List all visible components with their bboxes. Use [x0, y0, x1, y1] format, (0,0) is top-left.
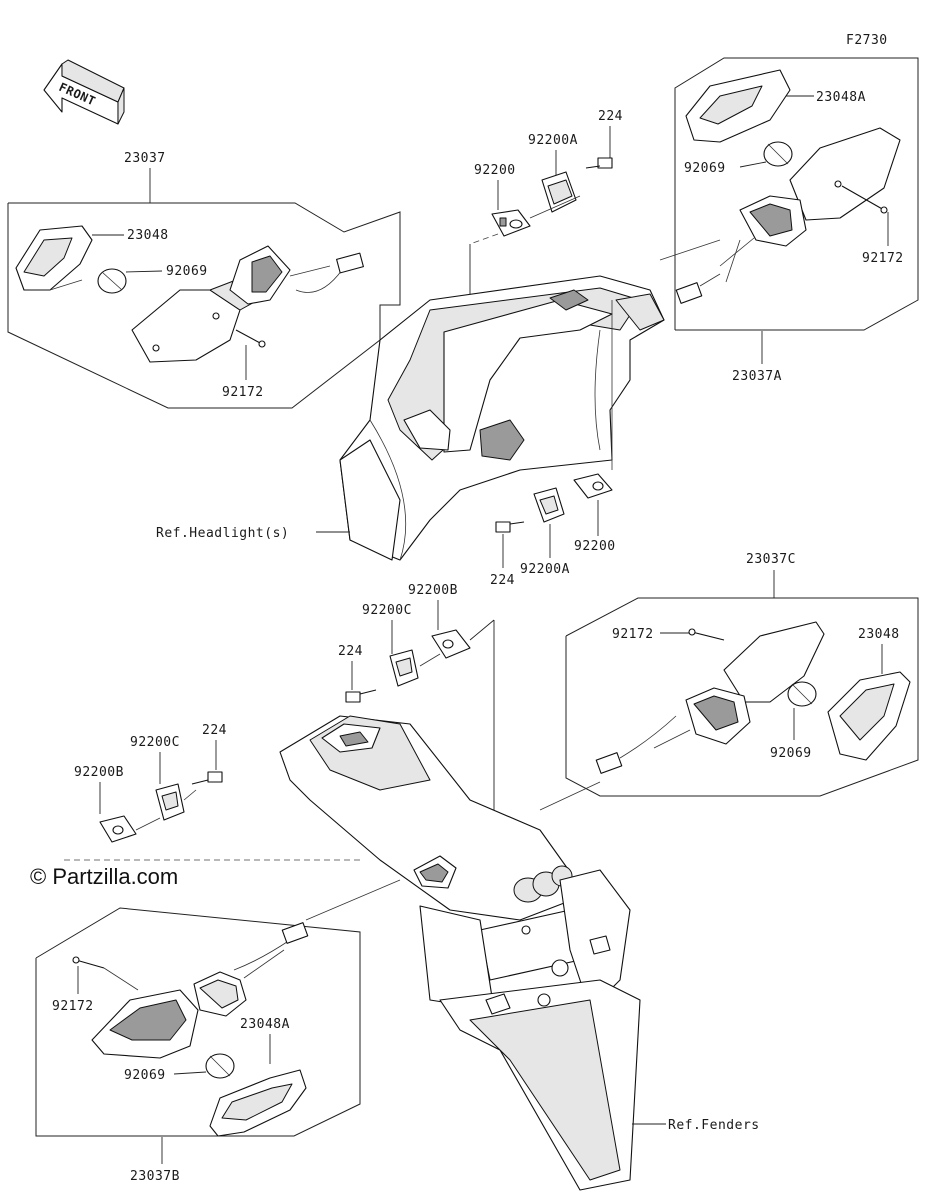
bolt-224-front-bottom: [495, 521, 525, 533]
label-92069-rear-right: 92069: [770, 746, 812, 761]
plate-92200-front-top: [491, 209, 531, 237]
label-23037b: 23037B: [130, 1169, 180, 1184]
label-23037: 23037: [124, 151, 166, 166]
front-arrow-icon: FRONT: [43, 59, 125, 125]
bulb-92069-rear-right: [787, 681, 817, 707]
label-23037a: 23037A: [732, 369, 782, 384]
label-92069-front-left: 92069: [166, 264, 208, 279]
headlight-fairing: [339, 275, 665, 561]
label-92069-rear-left: 92069: [124, 1068, 166, 1083]
label-224-front-top: 224: [598, 109, 623, 124]
group-front-right: 23048A 92069 92172 23037A: [674, 57, 919, 384]
housing-rear-left: [91, 922, 309, 1059]
hardware-rear-left: 224 92200C 92200B: [64, 723, 360, 861]
lens-23048a-rear-left: [209, 1069, 307, 1137]
lens-23048a-front-right: [685, 69, 791, 143]
group-rear-right: 23037C 92172 92069 23048: [565, 552, 919, 797]
label-92200-front-bottom: 92200: [574, 539, 616, 554]
label-ref-headlight: Ref.Headlight(s): [156, 526, 289, 541]
plate-92200b-rear-left: [99, 815, 137, 843]
hardware-front-top: 224 92200A 92200: [469, 109, 623, 420]
label-92172-front-left: 92172: [222, 385, 264, 400]
bracket-92200a-front-top: [541, 171, 577, 213]
screw-92172-rear-right: [688, 628, 725, 641]
housing-front-right: [675, 127, 901, 304]
hardware-rear-top: 92200B 92200C 224: [338, 583, 495, 830]
label-23048-front-left: 23048: [127, 228, 169, 243]
plate-92200b-rear-top: [431, 629, 471, 659]
label-ref-fenders: Ref.Fenders: [668, 1118, 760, 1133]
bulb-92069-rear-left: [205, 1053, 235, 1079]
label-224-front-bottom: 224: [490, 573, 515, 588]
housing-front-left: [131, 245, 364, 363]
screw-92172-rear-left: [72, 956, 105, 969]
bracket-92200c-rear-top: [389, 649, 419, 687]
label-92200b-rear-left: 92200B: [74, 765, 124, 780]
label-92069-front-right: 92069: [684, 161, 726, 176]
screw-92172-front-right: [841, 185, 888, 214]
lens-23048-front-left: [15, 225, 93, 291]
group-box-rear-right: [565, 597, 919, 797]
plate-92200-front-bottom: [573, 473, 613, 499]
housing-rear-right: [595, 621, 825, 774]
label-92200a-front-bottom: 92200A: [520, 562, 570, 577]
label-23048a-rear-left: 23048A: [240, 1017, 290, 1032]
bracket-92200c-rear-left: [155, 783, 185, 821]
group-box-rear-left: [35, 907, 361, 1137]
screw-92172-front-left: [235, 329, 266, 348]
bulb-92069-front-right: [763, 141, 793, 167]
bolt-224-rear-left: [191, 771, 223, 785]
hardware-front-bottom: 92200 92200A 224: [490, 473, 616, 588]
label-92200a-front-top: 92200A: [528, 133, 578, 148]
label-23048a-front-right: 23048A: [816, 90, 866, 105]
rear-fender: [279, 715, 641, 1191]
bolt-224-front-top: [585, 157, 613, 169]
label-23048-rear-right: 23048: [858, 627, 900, 642]
group-box-front-left: [7, 202, 401, 409]
group-box-front-right: [674, 57, 919, 331]
watermark: © Partzilla.com: [30, 864, 178, 889]
bulb-92069-front-left: [97, 268, 127, 294]
label-92172-rear-left: 92172: [52, 999, 94, 1014]
label-224-rear-top: 224: [338, 644, 363, 659]
label-92200-front-top: 92200: [474, 163, 516, 178]
label-23037c: 23037C: [746, 552, 796, 567]
label-224-rear-left: 224: [202, 723, 227, 738]
figure-code: F2730: [846, 33, 888, 48]
bolt-224-rear-top: [345, 689, 377, 703]
label-92172-rear-right: 92172: [612, 627, 654, 642]
lens-23048-rear-right: [827, 671, 911, 761]
label-92200c-rear-top: 92200C: [362, 603, 412, 618]
label-92200b-rear-top: 92200B: [408, 583, 458, 598]
label-92200c-rear-left: 92200C: [130, 735, 180, 750]
group-rear-left: 92172 92069 23048A 23037B: [35, 879, 401, 1184]
group-front-left: 23037 23048 92069: [7, 151, 401, 409]
label-92172-front-right: 92172: [862, 251, 904, 266]
bracket-92200a-front-bottom: [533, 487, 565, 523]
